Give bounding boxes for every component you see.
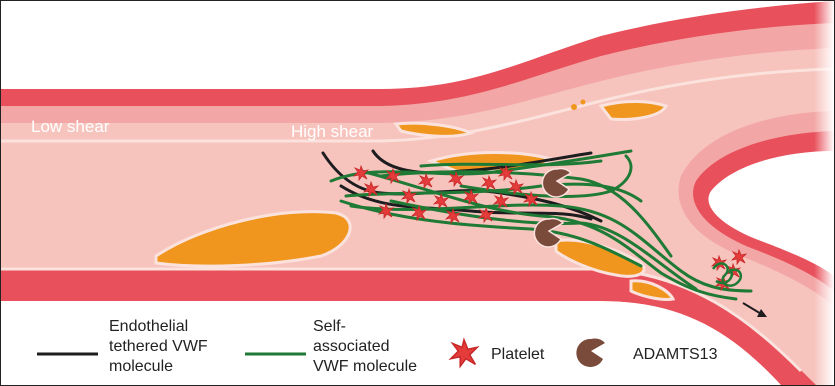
low-shear-label: Low shear bbox=[31, 117, 110, 136]
legend-platelet: Platelet bbox=[491, 346, 545, 363]
legend-adamts13: ADAMTS13 bbox=[633, 346, 718, 363]
legend: Endothelial tethered VWF molecule Self- … bbox=[37, 318, 718, 375]
legend-endothelial-line2: tethered VWF bbox=[109, 338, 208, 355]
legend-self-line3: VWF molecule bbox=[313, 358, 417, 375]
high-shear-label: High shear bbox=[291, 122, 374, 141]
pacman-enzyme-icon bbox=[576, 338, 605, 366]
legend-self-line1: Self- bbox=[313, 318, 346, 335]
legend-endothelial-line3: molecule bbox=[109, 358, 173, 375]
legend-self-line2: associated bbox=[313, 338, 390, 355]
platelet-icon bbox=[451, 340, 478, 367]
legend-endothelial-line1: Endothelial bbox=[109, 318, 188, 335]
